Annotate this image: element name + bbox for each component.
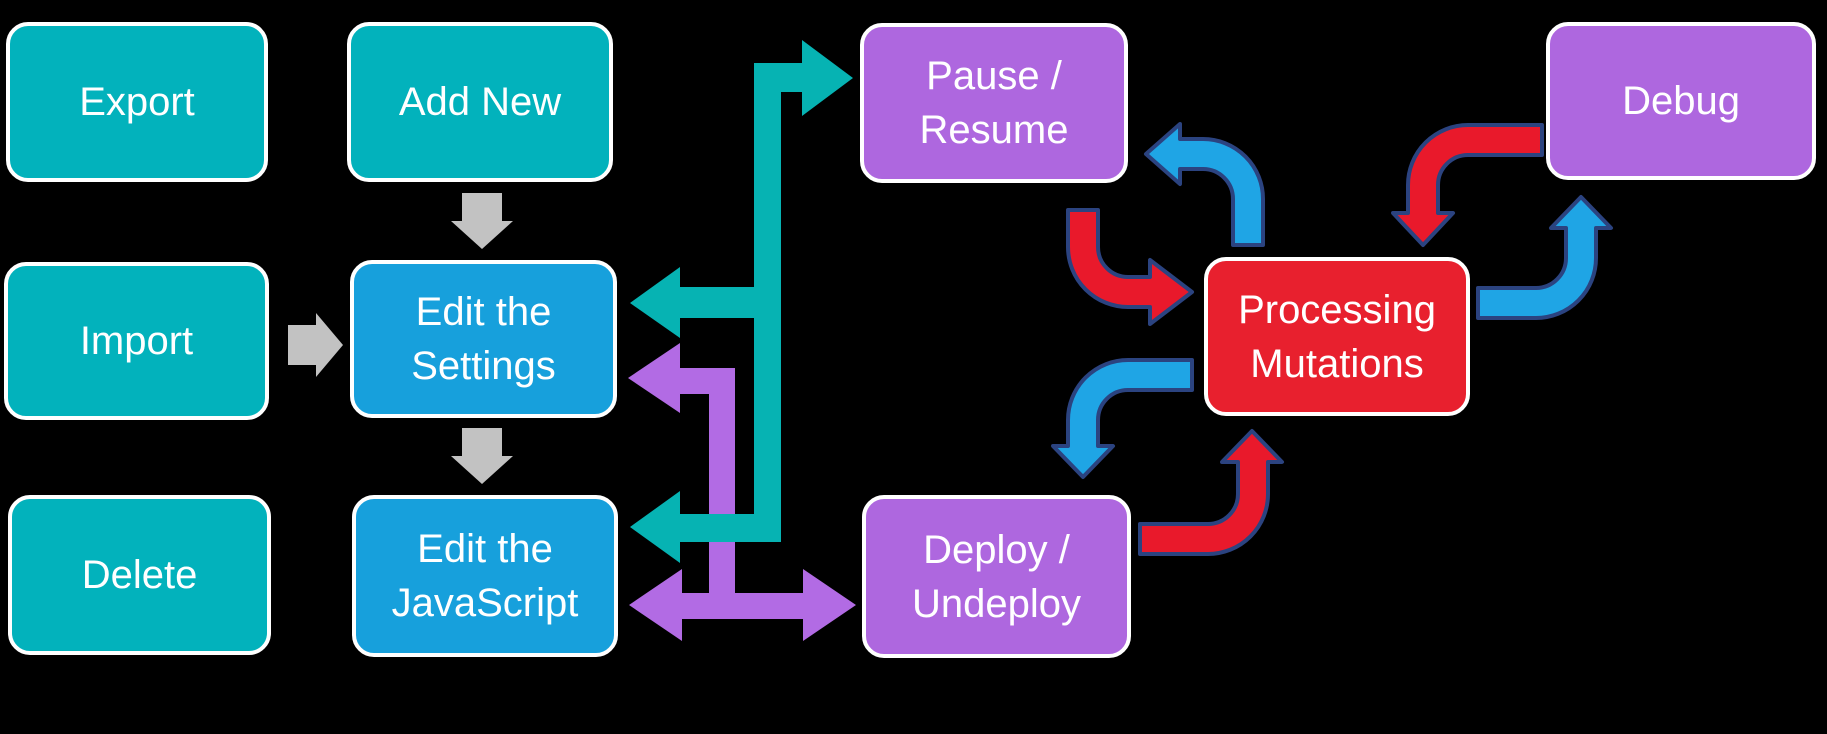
arrow-edit-settings-to-edit-javascript bbox=[451, 428, 513, 484]
purple-double-arrow-edit-javascript-deploy bbox=[629, 569, 856, 641]
arrow-deploy-undeploy-to-processing bbox=[1138, 429, 1284, 556]
node-import: Import bbox=[4, 262, 269, 420]
arrow-processing-to-deploy-undeploy bbox=[1051, 358, 1194, 479]
node-export: Export bbox=[6, 22, 268, 182]
node-delete: Delete bbox=[8, 495, 271, 655]
node-pause-resume: Pause / Resume bbox=[860, 23, 1128, 183]
arrow-processing-to-pause-resume bbox=[1144, 122, 1265, 247]
node-add-new: Add New bbox=[347, 22, 613, 182]
arrow-debug-to-processing bbox=[1391, 123, 1544, 247]
node-edit-the-javascript: Edit the JavaScript bbox=[352, 495, 618, 657]
teal-arm-to-edit-javascript bbox=[630, 491, 781, 563]
arrow-pause-resume-to-processing bbox=[1066, 208, 1194, 326]
node-edit-the-settings: Edit the Settings bbox=[350, 260, 617, 418]
node-debug: Debug bbox=[1546, 22, 1816, 180]
node-deploy-undeploy: Deploy / Undeploy bbox=[862, 495, 1131, 658]
teal-spine-to-pause-resume bbox=[754, 40, 853, 542]
arrow-add-new-to-edit-settings bbox=[451, 193, 513, 249]
arrow-processing-to-debug bbox=[1476, 195, 1613, 320]
teal-arm-to-edit-settings bbox=[630, 267, 781, 338]
purple-elbow-branch-to-edit-settings bbox=[628, 343, 735, 605]
arrow-import-to-edit-settings bbox=[288, 313, 343, 377]
node-processing-mutations: Processing Mutations bbox=[1204, 257, 1470, 416]
